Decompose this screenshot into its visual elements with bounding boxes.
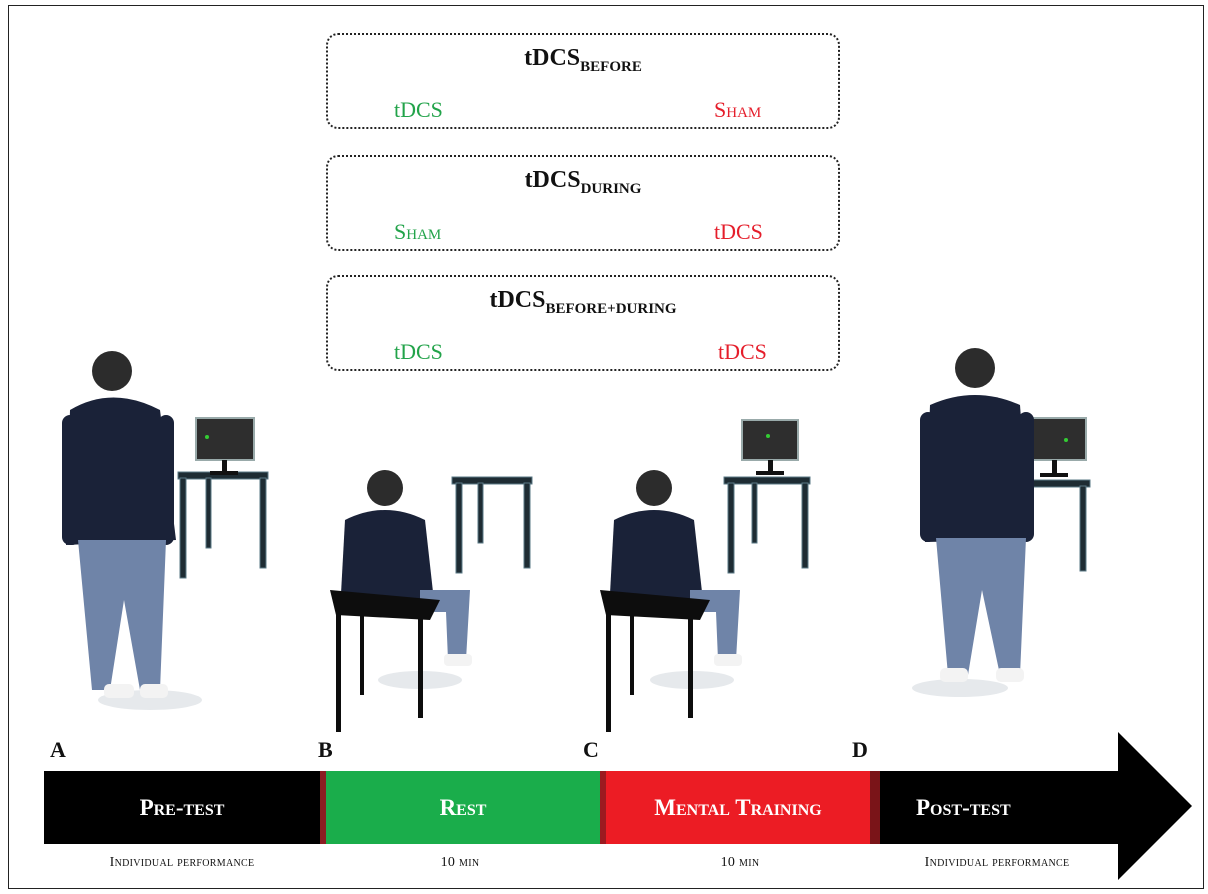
condition-left-label: tDCS	[394, 339, 443, 364]
condition-box-before-during: tDCSBEFORE+DURING tDCS tDCS	[326, 275, 840, 371]
condition-title: tDCSBEFORE	[524, 45, 642, 75]
condition-left-label: Sham	[394, 219, 442, 244]
figure-frame	[8, 5, 1204, 889]
person-seated	[330, 470, 472, 732]
condition-box-during: tDCSDURING Sham tDCS	[326, 155, 840, 251]
scene-pretest	[62, 351, 269, 710]
person-standing	[912, 348, 1034, 697]
phase-posttest: Post-test	[880, 771, 1112, 844]
phase-note-posttest: Individual performance	[924, 855, 1070, 870]
desk	[177, 471, 269, 579]
condition-right-label: Sham	[714, 97, 762, 122]
condition-right-label: tDCS	[714, 219, 763, 244]
timeline-arrowhead	[1110, 732, 1192, 880]
phase-note-mental-training: 10 min	[720, 855, 760, 870]
phase-note-rest: 10 min	[440, 855, 480, 870]
person-standing	[62, 351, 202, 710]
monitor	[1027, 417, 1087, 477]
phase-mental-training: Mental Training	[600, 771, 880, 844]
person-seated	[600, 470, 742, 732]
condition-title: tDCSBEFORE+DURING	[489, 287, 677, 317]
scene-posttest	[912, 348, 1091, 697]
condition-box-before: tDCSBEFORE tDCS Sham	[326, 33, 840, 129]
monitor	[195, 417, 255, 475]
marker-d: D	[852, 737, 868, 762]
phase-rest: Rest	[320, 771, 600, 844]
scene-rest	[330, 470, 533, 732]
condition-right-label: tDCS	[718, 339, 767, 364]
condition-title: tDCSDURING	[524, 167, 642, 197]
phase-pretest: Pre-test	[44, 771, 320, 844]
desk	[451, 476, 533, 574]
desk	[723, 476, 811, 574]
phase-note-pretest: Individual performance	[109, 855, 255, 870]
monitor	[741, 419, 799, 475]
scene-mental-training	[600, 419, 811, 732]
marker-b: B	[318, 737, 333, 762]
marker-c: C	[583, 737, 599, 762]
condition-left-label: tDCS	[394, 97, 443, 122]
marker-a: A	[50, 737, 66, 762]
